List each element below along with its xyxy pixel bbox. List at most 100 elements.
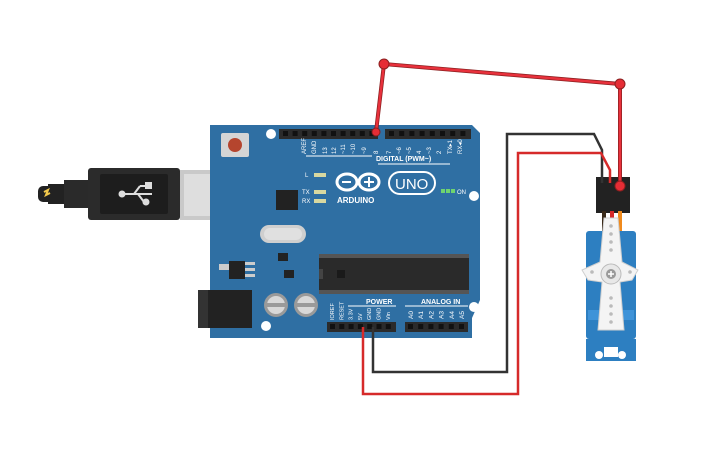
digital-pin-label: 7 xyxy=(387,150,393,154)
pin-hole[interactable] xyxy=(330,324,335,329)
micro-servo[interactable] xyxy=(581,177,639,361)
led-rx-label: RX xyxy=(302,199,310,205)
on-led: ON xyxy=(441,189,466,196)
pin-hole[interactable] xyxy=(359,131,365,136)
pin-hole[interactable] xyxy=(385,324,391,329)
pin-hole[interactable] xyxy=(302,131,308,136)
digital-pin-label: 12 xyxy=(332,147,338,154)
wire-endpoint[interactable] xyxy=(371,127,381,137)
digital-pin-header[interactable] xyxy=(279,129,471,139)
pin-hole[interactable] xyxy=(408,324,413,329)
digital-header-label: DIGITAL (PWM~) xyxy=(376,156,431,163)
pin-hole[interactable] xyxy=(428,324,434,329)
analog-pin-label: A0 xyxy=(408,311,415,319)
servo-horn[interactable] xyxy=(581,217,639,331)
pin-hole[interactable] xyxy=(348,324,354,329)
mounting-hole xyxy=(261,321,271,331)
power-pin-label: 5V xyxy=(358,313,364,320)
logo-text: ARDUINO xyxy=(337,196,374,205)
ground-wire[interactable] xyxy=(371,132,604,374)
digital-pin-label: GND xyxy=(312,140,318,154)
atmega-chip xyxy=(319,254,469,294)
usb-chip xyxy=(276,190,298,210)
voltage-regulator xyxy=(229,261,245,279)
power-pin-label: 3.3V xyxy=(349,308,355,320)
lightning-icon xyxy=(43,187,51,198)
power-header-label: POWER xyxy=(366,299,392,306)
wire-bend-point[interactable] xyxy=(378,58,390,70)
arduino-logo: ARDUINO xyxy=(335,172,381,205)
pin-hole[interactable] xyxy=(283,131,288,136)
digital-pin-label: 8 xyxy=(374,150,380,154)
digital-pin-label: AREF xyxy=(302,138,308,154)
wire-endpoint[interactable] xyxy=(614,180,626,192)
digital-pin-label: 13 xyxy=(323,147,329,154)
pin-hole[interactable] xyxy=(399,131,405,136)
pin-hole[interactable] xyxy=(459,324,464,329)
uno-text: UNO xyxy=(395,176,428,193)
pin-hole[interactable] xyxy=(357,324,363,329)
usb-icon xyxy=(118,182,152,206)
analog-pin-label: A4 xyxy=(449,311,456,319)
wires[interactable] xyxy=(361,58,626,396)
led-tx-label: TX xyxy=(302,190,310,196)
digital-pin-label: ~11 xyxy=(341,144,347,154)
mounting-hole xyxy=(469,191,479,201)
uno-badge: UNO xyxy=(388,171,436,195)
digital-pin-label: TX▸1 xyxy=(448,139,454,154)
pin-hole[interactable] xyxy=(409,131,415,136)
pin-hole[interactable] xyxy=(440,131,445,136)
pin-hole[interactable] xyxy=(438,324,444,329)
analog-pin-label: A5 xyxy=(459,311,466,319)
digital-pin-label: RX◂0 xyxy=(458,139,464,154)
pin-hole[interactable] xyxy=(448,324,454,329)
digital-pin-label: 4 xyxy=(417,150,423,154)
power-pin-label: Vin xyxy=(386,312,392,320)
mounting-hole xyxy=(266,129,276,139)
pin-hole[interactable] xyxy=(389,131,394,136)
reset-button[interactable] xyxy=(221,133,249,157)
analog-pin-label: A1 xyxy=(418,311,425,319)
power-pin-label: GND xyxy=(367,308,373,320)
pin-hole[interactable] xyxy=(460,131,466,136)
analog-pin-label: A2 xyxy=(428,311,435,319)
on-label: ON xyxy=(457,190,466,196)
pin-hole[interactable] xyxy=(292,131,298,136)
led-indicators: L TX RX xyxy=(302,173,326,205)
led-l-label: L xyxy=(305,173,309,179)
power-pin-label: IOREF xyxy=(330,303,336,320)
digital-pin-label: ~9 xyxy=(362,146,368,154)
pin-hole[interactable] xyxy=(340,131,346,136)
digital-pin-label: ~10 xyxy=(351,143,357,154)
pin-hole[interactable] xyxy=(376,324,382,329)
power-pin-label: GND xyxy=(377,308,383,320)
power-wire[interactable] xyxy=(361,151,612,396)
pin-hole[interactable] xyxy=(339,324,345,329)
mounting-hole xyxy=(469,302,479,312)
pin-hole[interactable] xyxy=(418,324,424,329)
analog-pin-label: A3 xyxy=(439,311,446,319)
digital-pin-label: ~6 xyxy=(397,146,403,154)
digital-pin-label: 2 xyxy=(437,150,443,154)
pin-hole[interactable] xyxy=(311,131,317,136)
pin-hole[interactable] xyxy=(321,131,327,136)
pin-hole[interactable] xyxy=(331,131,336,136)
analog-pin-header[interactable] xyxy=(405,322,468,332)
analog-header-label: ANALOG IN xyxy=(421,299,460,306)
capacitors xyxy=(264,293,318,317)
power-jack[interactable] xyxy=(198,290,252,328)
pin-hole[interactable] xyxy=(450,131,456,136)
digital-pin-label: ~5 xyxy=(407,146,413,154)
power-pin-label: RESET xyxy=(339,301,345,320)
pin-hole[interactable] xyxy=(350,131,356,136)
wire-bend-point[interactable] xyxy=(614,78,626,90)
pin-hole[interactable] xyxy=(419,131,425,136)
digital-pin-label: ~3 xyxy=(427,146,433,154)
pin-hole[interactable] xyxy=(429,131,435,136)
pin-hole[interactable] xyxy=(367,324,373,329)
